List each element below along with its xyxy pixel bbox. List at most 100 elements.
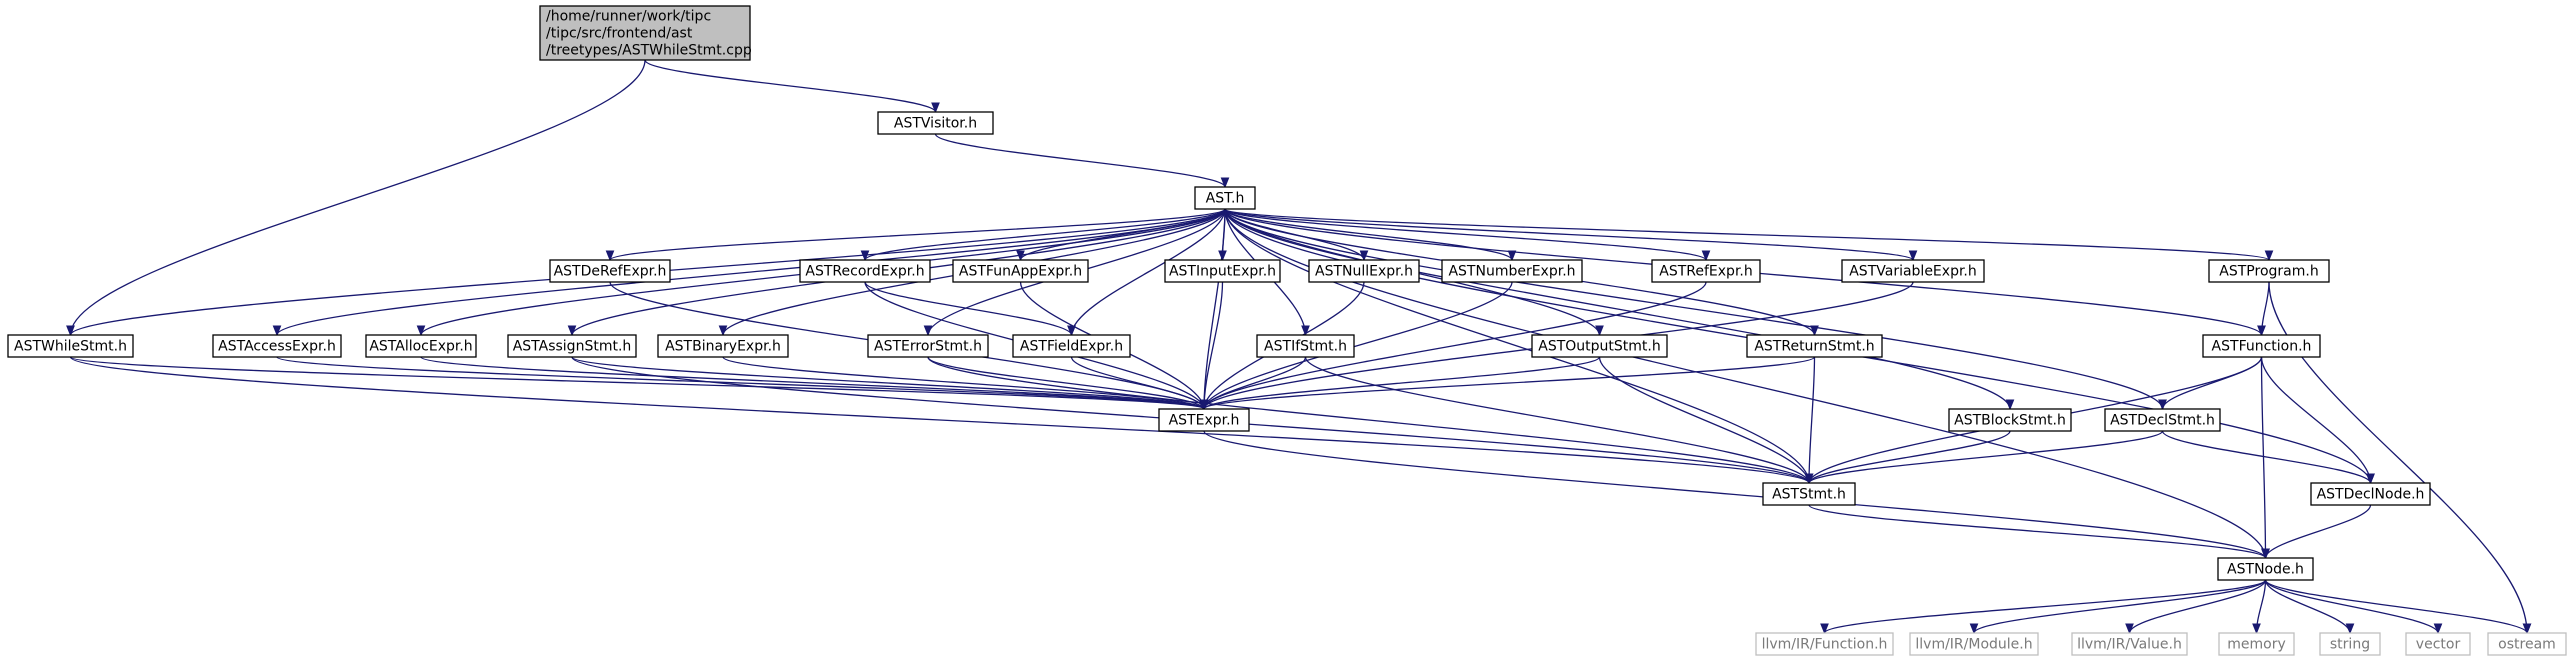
node-label-root: /home/runner/work/tipc (546, 9, 711, 25)
node-box-root (539, 5, 751, 61)
edge-function-to-declnode (2260, 356, 2372, 484)
node-output[interactable]: ASTOutputStmt.h (1531, 334, 1668, 358)
edge-node-to-llvmmod (1973, 579, 2267, 634)
node-label-string: string (2330, 637, 2370, 653)
edge-declstmt-to-declnode (2161, 430, 2372, 484)
node-if[interactable]: ASTIfStmt.h (1256, 334, 1355, 358)
edge-input-to-expr (1203, 281, 1224, 410)
node-deref[interactable]: ASTDeRefExpr.h (549, 259, 671, 283)
edge-number-to-expr (1203, 281, 1513, 410)
node-function[interactable]: ASTFunction.h (2202, 334, 2321, 358)
node-ostream: ostream (2487, 632, 2567, 656)
node-funapp[interactable]: ASTFunAppExpr.h (952, 259, 1089, 283)
arrowhead-ast-to-record (860, 250, 870, 262)
node-box-string (2319, 632, 2381, 656)
node-label-if: ASTIfStmt.h (1264, 339, 1347, 355)
node-label-ast: AST.h (1206, 191, 1245, 207)
node-label-return: ASTReturnStmt.h (1754, 339, 1874, 355)
arrowhead-ast-to-ref (1701, 250, 1711, 262)
arrowhead-visitor-to-ast (1220, 177, 1230, 189)
node-label-program: ASTProgram.h (2219, 264, 2318, 280)
node-binary[interactable]: ASTBinaryExpr.h (657, 334, 789, 358)
edge-while-to-stmt (69, 356, 1810, 484)
node-return[interactable]: ASTReturnStmt.h (1746, 334, 1883, 358)
arrowhead-node-to-llvmmod (1969, 623, 1979, 635)
node-assign[interactable]: ASTAssignStmt.h (507, 334, 637, 358)
arrowhead-node-to-llvmval (2125, 623, 2134, 635)
edge-return-to-stmt (1808, 356, 1816, 484)
node-field[interactable]: ASTFieldExpr.h (1012, 334, 1131, 358)
node-label-while: ASTWhileStmt.h (14, 339, 127, 355)
node-while[interactable]: ASTWhileStmt.h (7, 334, 134, 358)
edge-node-to-ostream (2264, 579, 2528, 634)
node-box-error (867, 334, 989, 358)
arrowhead-ast-to-error (923, 325, 933, 337)
arrowhead-ast-to-while (66, 325, 75, 337)
edge-ast-to-field (1070, 208, 1226, 336)
node-number[interactable]: ASTNumberExpr.h (1441, 259, 1583, 283)
node-label-variable: ASTVariableExpr.h (1849, 264, 1977, 280)
node-box-variable (1841, 259, 1985, 283)
edge-alloc-to-expr (420, 356, 1205, 410)
node-declnode[interactable]: ASTDeclNode.h (2310, 482, 2431, 506)
node-box-access (212, 334, 342, 358)
edge-access-to-expr (276, 356, 1205, 410)
edge-if-to-stmt (1304, 356, 1810, 484)
node-label-number: ASTNumberExpr.h (1448, 264, 1575, 280)
node-label-node: ASTNode.h (2227, 562, 2304, 578)
node-visitor[interactable]: ASTVisitor.h (877, 111, 994, 135)
edge-ast-to-ref (1224, 208, 1707, 261)
node-variable[interactable]: ASTVariableExpr.h (1841, 259, 1985, 283)
node-box-deref (549, 259, 671, 283)
arrowhead-declnode-to-node (2261, 548, 2270, 560)
arrowhead-node-to-ostream (2522, 623, 2532, 635)
edge-declnode-to-node (2264, 504, 2372, 559)
node-input[interactable]: ASTInputExpr.h (1164, 259, 1281, 283)
node-box-alloc (365, 334, 477, 358)
node-node[interactable]: ASTNode.h (2217, 557, 2314, 581)
node-memory: memory (2218, 632, 2295, 656)
node-ref[interactable]: ASTRefExpr.h (1651, 259, 1761, 283)
edge-ast-to-declstmt (1224, 208, 2164, 410)
node-label-access: ASTAccessExpr.h (218, 339, 336, 355)
node-label-declstmt: ASTDeclStmt.h (2110, 413, 2215, 429)
node-label-null: ASTNullExpr.h (1315, 264, 1413, 280)
node-block[interactable]: ASTBlockStmt.h (1948, 408, 2072, 432)
node-program[interactable]: ASTProgram.h (2208, 259, 2330, 283)
node-record[interactable]: ASTRecordExpr.h (799, 259, 931, 283)
arrowhead-node-to-vector (2433, 623, 2443, 635)
arrowhead-ast-to-program (2264, 250, 2274, 262)
node-label-visitor: ASTVisitor.h (894, 116, 977, 132)
node-stmt[interactable]: ASTStmt.h (1762, 482, 1856, 506)
arrowhead-node-to-string (2345, 623, 2355, 635)
node-box-llvmval (2071, 632, 2188, 656)
node-ast[interactable]: AST.h (1194, 186, 1256, 210)
edge-function-to-node (2260, 356, 2267, 559)
node-null[interactable]: ASTNullExpr.h (1308, 259, 1420, 283)
node-label-assign: ASTAssignStmt.h (513, 339, 632, 355)
node-box-number (1441, 259, 1583, 283)
node-label-llvmfunc: llvm/IR/Function.h (1762, 637, 1888, 653)
file-nodes: /home/runner/work/tipc/tipc/src/frontend… (7, 5, 2567, 656)
edge-node-to-string (2264, 579, 2351, 634)
node-root[interactable]: /home/runner/work/tipc/tipc/src/frontend… (539, 5, 752, 61)
node-box-llvmmod (1909, 632, 2039, 656)
node-declstmt[interactable]: ASTDeclStmt.h (2104, 408, 2221, 432)
arrowhead-node-to-llvmfunc (1820, 623, 1829, 635)
node-alloc[interactable]: ASTAllocExpr.h (365, 334, 477, 358)
edge-ref-to-expr (1203, 281, 1707, 410)
node-label-binary: ASTBinaryExpr.h (665, 339, 781, 355)
node-expr[interactable]: ASTExpr.h (1158, 408, 1250, 432)
node-access[interactable]: ASTAccessExpr.h (212, 334, 342, 358)
edge-ast-to-record (864, 208, 1226, 261)
node-box-null (1308, 259, 1420, 283)
node-box-field (1012, 334, 1131, 358)
node-box-declnode (2310, 482, 2431, 506)
arrowhead-declstmt-to-stmt (1804, 473, 1814, 485)
edge-record-to-field (864, 281, 1073, 336)
node-string: string (2319, 632, 2381, 656)
arrowhead-root-to-visitor (931, 102, 940, 114)
node-label-declnode: ASTDeclNode.h (2317, 487, 2425, 503)
node-error[interactable]: ASTErrorStmt.h (867, 334, 989, 358)
